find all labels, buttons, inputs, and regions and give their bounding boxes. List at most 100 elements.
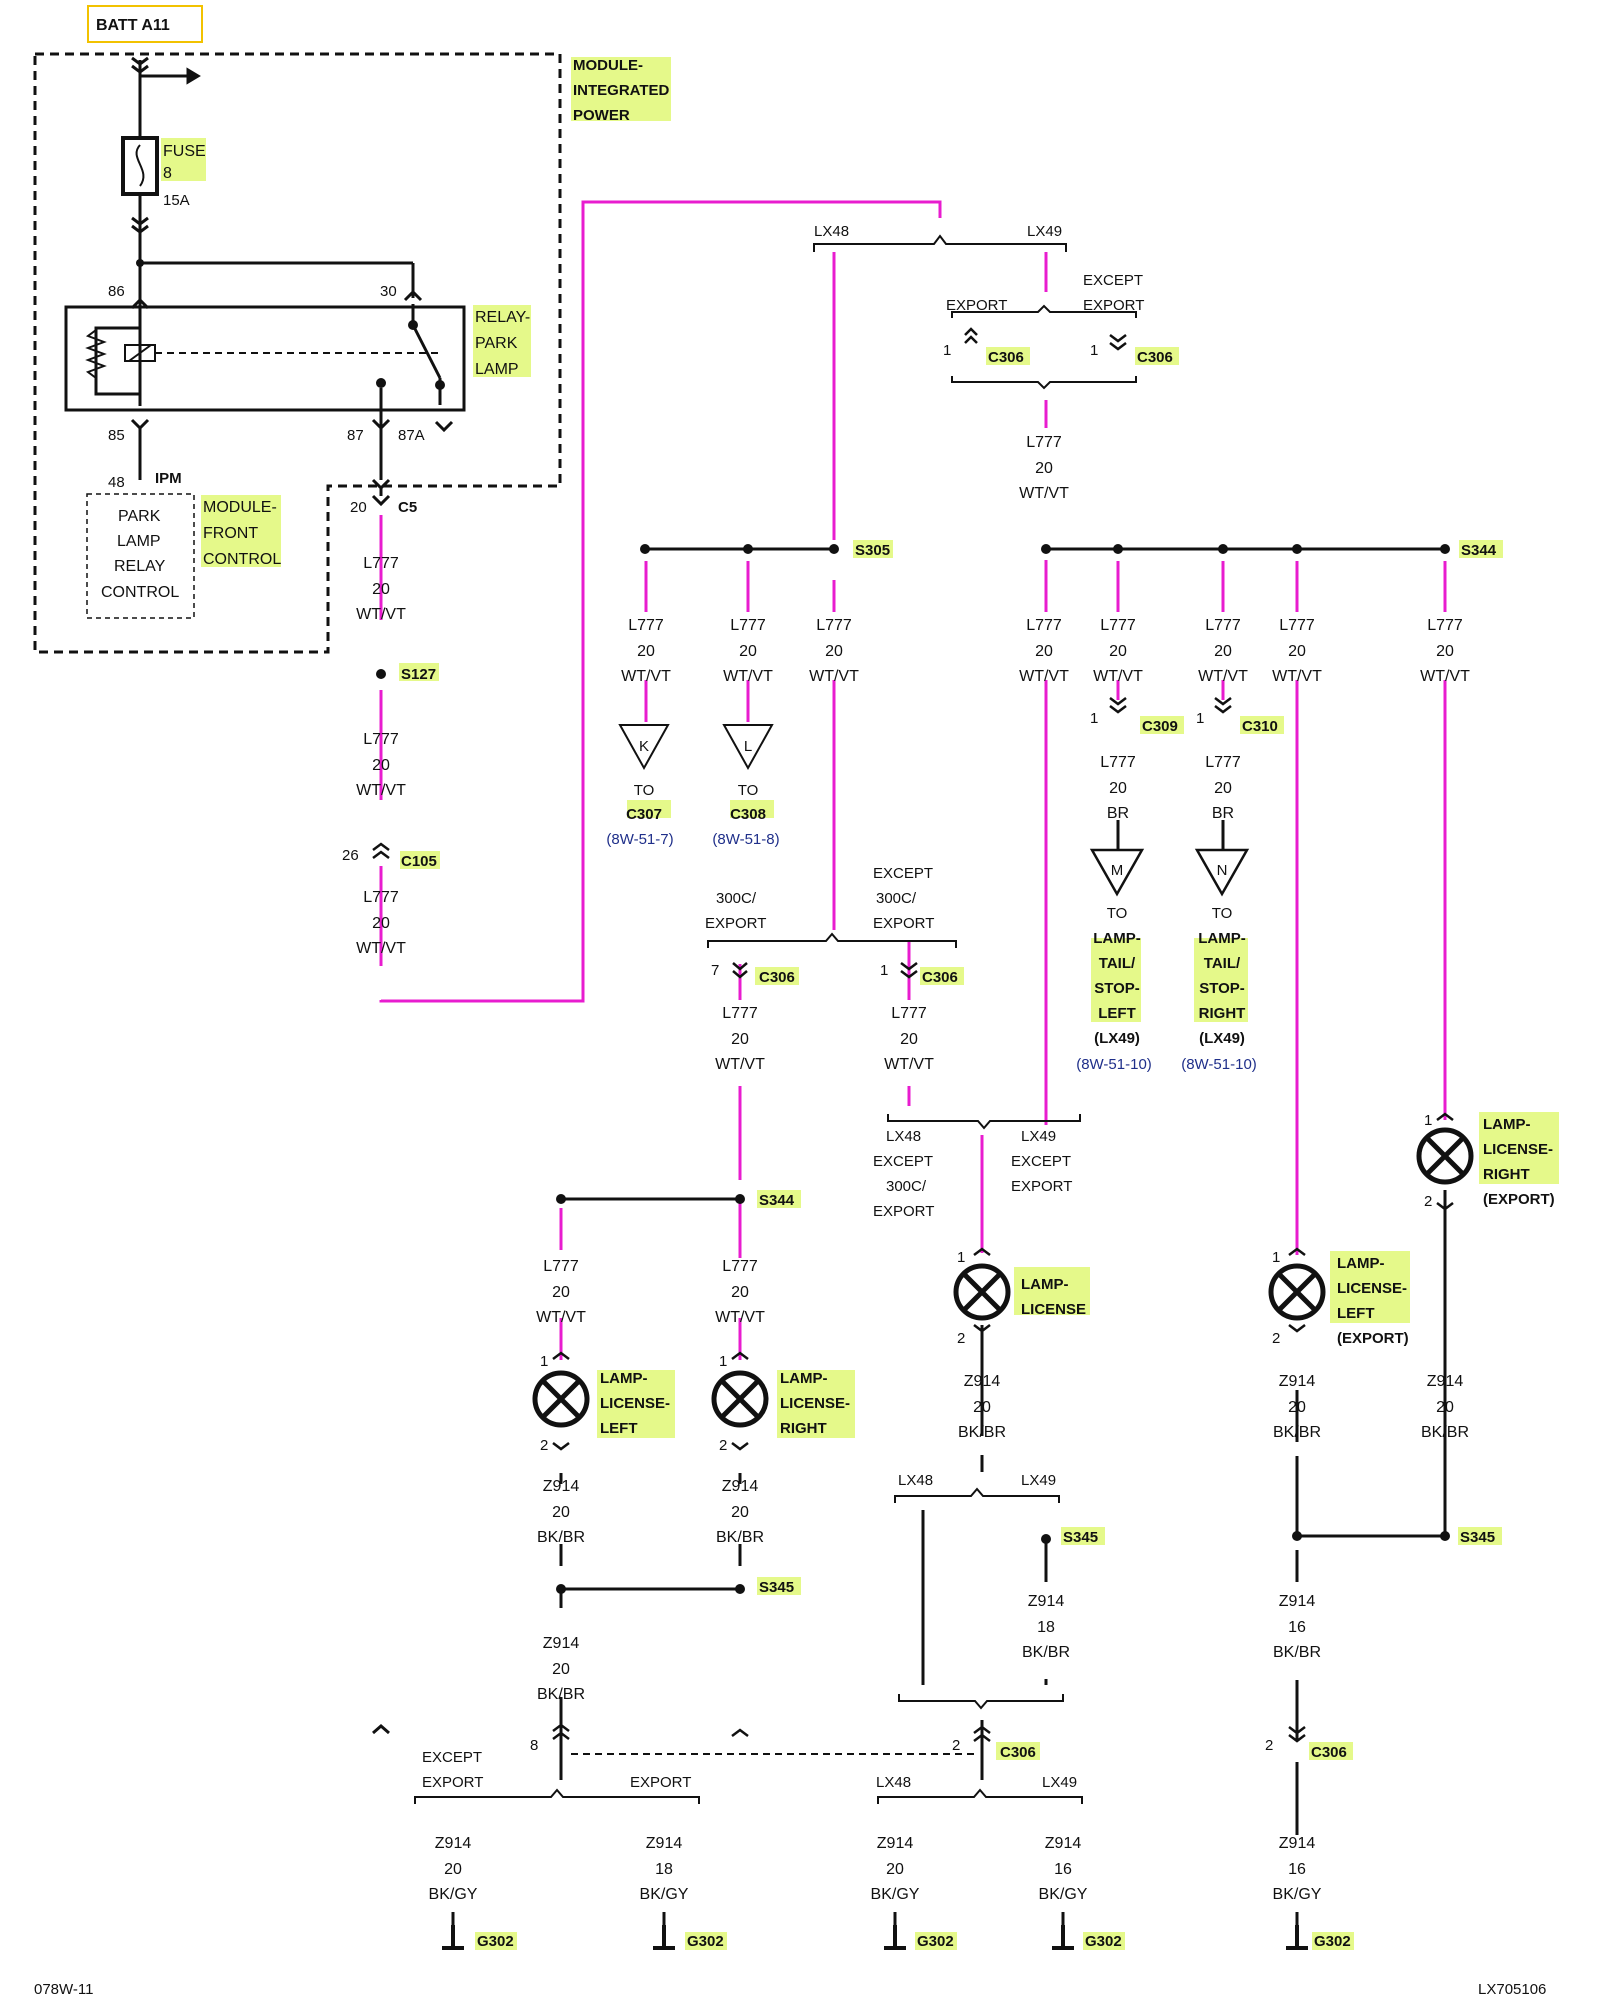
svg-text:LICENSE: LICENSE — [1021, 1301, 1086, 1318]
svg-text:20: 20 — [1035, 643, 1053, 660]
svg-text:WT/VT: WT/VT — [715, 1056, 765, 1073]
svg-text:LX48: LX48 — [876, 1774, 911, 1791]
svg-text:WT/VT: WT/VT — [356, 606, 406, 623]
svg-text:S345: S345 — [759, 1579, 794, 1596]
svg-text:C306: C306 — [1000, 1744, 1036, 1761]
svg-text:WT/VT: WT/VT — [536, 1309, 586, 1326]
svg-text:TO: TO — [1107, 905, 1128, 922]
svg-text:C306: C306 — [1311, 1744, 1347, 1761]
svg-text:20: 20 — [1288, 643, 1306, 660]
relay-pin-86: 86 — [108, 283, 125, 300]
svg-text:20: 20 — [731, 1031, 749, 1048]
svg-text:G302: G302 — [1085, 1933, 1122, 1950]
svg-text:Z914: Z914 — [1279, 1835, 1316, 1852]
svg-text:2: 2 — [952, 1737, 960, 1754]
svg-text:BR: BR — [1212, 805, 1234, 822]
ground-labels: G302 G302 G302 G302 G302 — [477, 1933, 1351, 1950]
svg-text:L777: L777 — [722, 1258, 758, 1275]
svg-text:20: 20 — [1109, 643, 1127, 660]
svg-text:C306: C306 — [922, 969, 958, 986]
relay-pin-87: 87 — [347, 427, 364, 444]
svg-text:20: 20 — [731, 1284, 749, 1301]
relay-dots — [136, 259, 445, 390]
svg-text:20: 20 — [372, 581, 390, 598]
svg-text:EXCEPT: EXCEPT — [422, 1749, 482, 1766]
prlc-line3: RELAY — [114, 558, 166, 575]
batt-label: BATT A11 — [96, 17, 170, 34]
connector-chevrons — [372, 327, 1454, 1743]
svg-text:G302: G302 — [687, 1933, 724, 1950]
svg-text:WT/VT: WT/VT — [884, 1056, 934, 1073]
svg-text:STOP-: STOP- — [1199, 980, 1245, 997]
svg-text:20: 20 — [1436, 1399, 1454, 1416]
svg-text:L777: L777 — [543, 1258, 579, 1275]
svg-text:LAMP-: LAMP- — [1198, 930, 1246, 947]
svg-text:16: 16 — [1288, 1861, 1306, 1878]
svg-text:LICENSE-: LICENSE- — [600, 1395, 670, 1412]
svg-text:S344: S344 — [1461, 542, 1497, 559]
svg-text:LAMP-: LAMP- — [600, 1370, 648, 1387]
relay-label-line1: RELAY- — [475, 309, 530, 326]
svg-text:18: 18 — [655, 1861, 673, 1878]
svg-text:EXPORT: EXPORT — [630, 1774, 691, 1791]
fuse-number: 8 — [163, 165, 172, 182]
svg-text:C309: C309 — [1142, 718, 1178, 735]
svg-text:LX48: LX48 — [886, 1128, 921, 1145]
svg-text:Z914: Z914 — [1045, 1835, 1082, 1852]
label-highlights — [161, 57, 1559, 1950]
svg-text:C105: C105 — [401, 853, 437, 870]
ipm-label: IPM — [155, 470, 182, 487]
svg-text:C306: C306 — [759, 969, 795, 986]
relay-pin-30: 30 — [380, 283, 397, 300]
connector-labels: C105 26 C306 1 C306 1 C309 1 C310 1 C306… — [342, 342, 1432, 1761]
svg-text:LAMP-: LAMP- — [1483, 1116, 1531, 1133]
svg-text:BK/BR: BK/BR — [1273, 1424, 1321, 1441]
svg-text:LAMP-: LAMP- — [1093, 930, 1141, 947]
svg-text:1: 1 — [1272, 1249, 1280, 1266]
svg-text:WT/VT: WT/VT — [715, 1309, 765, 1326]
svg-text:L777: L777 — [1026, 434, 1062, 451]
svg-text:L: L — [744, 738, 752, 755]
svg-text:BK/BR: BK/BR — [537, 1686, 585, 1703]
svg-text:16: 16 — [1054, 1861, 1072, 1878]
svg-text:EXPORT: EXPORT — [946, 297, 1007, 314]
svg-text:BK/BR: BK/BR — [716, 1529, 764, 1546]
svg-text:M: M — [1111, 862, 1124, 879]
svg-text:WT/VT: WT/VT — [356, 782, 406, 799]
svg-text:BK/GY: BK/GY — [1039, 1886, 1088, 1903]
svg-text:WT/VT: WT/VT — [356, 940, 406, 957]
c5-label: C5 — [398, 499, 417, 516]
svg-text:L777: L777 — [730, 617, 766, 634]
svg-text:RIGHT: RIGHT — [1199, 1005, 1246, 1022]
svg-text:BK/BR: BK/BR — [1421, 1424, 1469, 1441]
prlc-box — [86, 493, 195, 619]
svg-text:BK/GY: BK/GY — [1273, 1886, 1322, 1903]
svg-text:20: 20 — [1214, 780, 1232, 797]
svg-text:(EXPORT): (EXPORT) — [1337, 1330, 1409, 1347]
svg-text:N: N — [1217, 862, 1228, 879]
svg-text:L777: L777 — [722, 1005, 758, 1022]
svg-text:L777: L777 — [1026, 617, 1062, 634]
svg-text:1: 1 — [540, 1353, 548, 1370]
svg-text:20: 20 — [1288, 1399, 1306, 1416]
ipm-pin: 48 — [108, 474, 125, 491]
svg-text:C310: C310 — [1242, 718, 1278, 735]
svg-text:(8W-51-10): (8W-51-10) — [1181, 1056, 1257, 1073]
svg-text:L777: L777 — [891, 1005, 927, 1022]
svg-text:STOP-: STOP- — [1094, 980, 1140, 997]
svg-text:S345: S345 — [1460, 1529, 1495, 1546]
svg-text:1: 1 — [1090, 710, 1098, 727]
svg-text:2: 2 — [1272, 1330, 1280, 1347]
svg-text:Z914: Z914 — [1427, 1373, 1464, 1390]
svg-text:LEFT: LEFT — [1098, 1005, 1136, 1022]
svg-text:LICENSE-: LICENSE- — [780, 1395, 850, 1412]
svg-text:20: 20 — [444, 1861, 462, 1878]
svg-text:BK/BR: BK/BR — [958, 1424, 1006, 1441]
svg-text:LX48: LX48 — [814, 223, 849, 240]
batt-box — [87, 5, 203, 43]
svg-text:20: 20 — [552, 1504, 570, 1521]
svg-text:EXCEPT: EXCEPT — [873, 1153, 933, 1170]
svg-text:2: 2 — [719, 1437, 727, 1454]
